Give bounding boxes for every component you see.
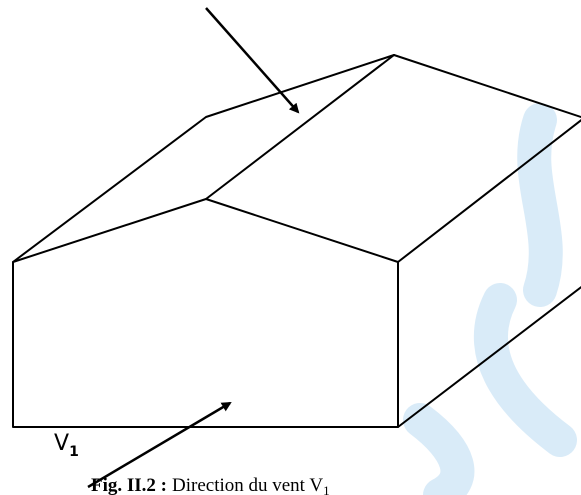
right-eave-line bbox=[397, 119, 581, 263]
base-right-line bbox=[397, 286, 581, 428]
wind-label: V1 bbox=[54, 431, 79, 460]
right-roof-slope bbox=[393, 54, 581, 119]
front-wind-arrow bbox=[87, 401, 232, 489]
left-roof-slope bbox=[12, 54, 395, 263]
watermark bbox=[403, 103, 577, 495]
ridge-line bbox=[205, 54, 395, 200]
caption-subscript: 1 bbox=[323, 483, 330, 495]
wind-label-letter: V bbox=[54, 431, 69, 456]
figure-caption: Fig. II.2 :Direction du vent V1 bbox=[91, 475, 330, 495]
wind-label-subscript: 1 bbox=[69, 444, 79, 460]
caption-prefix: Fig. II.2 : bbox=[91, 475, 167, 495]
caption-text: Direction du vent V bbox=[172, 475, 323, 495]
roof-wind-arrow bbox=[205, 7, 300, 114]
building-outline bbox=[12, 54, 581, 428]
front-wall bbox=[12, 198, 399, 428]
